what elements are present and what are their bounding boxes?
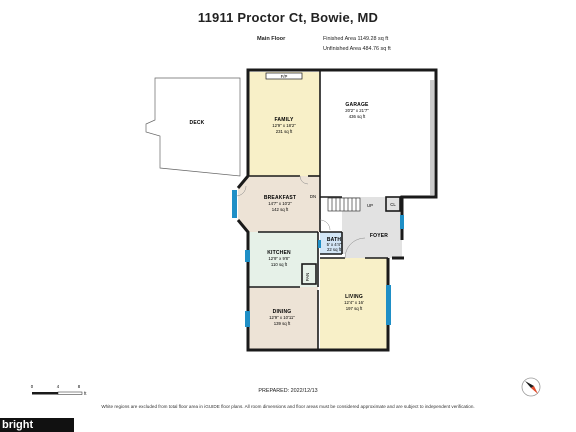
dining-room [248,287,318,350]
bath-room [320,232,342,254]
deck-label: DECK [190,120,205,126]
kitchen-dims: 12'9" x 9'8" [268,256,290,261]
kitchen-label: KITCHEN [267,250,291,256]
foyer-area [342,197,402,258]
interior-walls [248,70,436,350]
up-label: UP [367,203,373,208]
garage-dims: 20'2" x 21'7" [345,108,369,113]
bath-dims: 5' x 4'4" [327,242,342,247]
dining-dims: 12'9" x 10'11" [269,315,295,320]
bath-area: 22 sq ft [327,247,342,252]
down-label: DN [310,194,316,199]
family-area: 231 sq ft [276,129,293,134]
door-swings [235,175,366,259]
kitchen-area: 110 sq ft [271,262,288,267]
garage [320,72,434,197]
fireplace [265,72,303,80]
stairs [327,197,361,212]
disclaimer: White regions are excluded from total fl… [101,404,475,409]
scale-tick-4: 4 [57,384,60,389]
fireplace-label: F/P [281,74,288,79]
plan-title: 11911 Proctor Ct, Bowie, MD [197,10,379,25]
living-dims: 12'4" x 16' [344,300,364,305]
windows [232,190,404,327]
family-label: FAMILY [274,117,294,123]
pantry-label: PAN [305,273,310,282]
brand-logo: bright [0,418,74,432]
family-dims: 12'9" x 18'2" [272,123,296,128]
scale-tick-0: 0 [31,384,34,389]
foyer-label: FOYER [370,233,388,239]
scale-tick-8: 8 [78,384,81,389]
living-label: LIVING [345,294,363,300]
unfinished-area: Unfinished Area 484.76 sq ft [323,46,391,52]
breakfast-room [238,176,320,232]
bath-label: BATH [327,237,342,243]
garage-door-lines [430,80,434,195]
breakfast-dims: 14'7" x 10'2" [268,201,292,206]
kitchen-room [248,232,318,287]
compass-icon [521,377,541,397]
dining-area: 139 sq ft [274,321,291,326]
scale-unit: ft [84,391,87,396]
garage-label: GARAGE [345,102,369,108]
garage-area: 436 sq ft [349,114,366,119]
breakfast-label: BREAKFAST [264,195,296,201]
living-room [320,258,388,350]
dining-label: DINING [273,309,292,315]
finished-area: Finished Area 1149.28 sq ft [323,36,389,42]
family-room [248,72,320,176]
deck-outline [145,77,241,177]
scale-bar: 0 4 8 ft [31,384,87,396]
floor-label: Main Floor [257,36,286,42]
prepared-date: PREPARED: 2022/12/13 [258,388,318,394]
living-area: 197 sq ft [346,306,363,311]
breakfast-area: 142 sq ft [272,207,289,212]
closet-label: CL [390,202,396,207]
